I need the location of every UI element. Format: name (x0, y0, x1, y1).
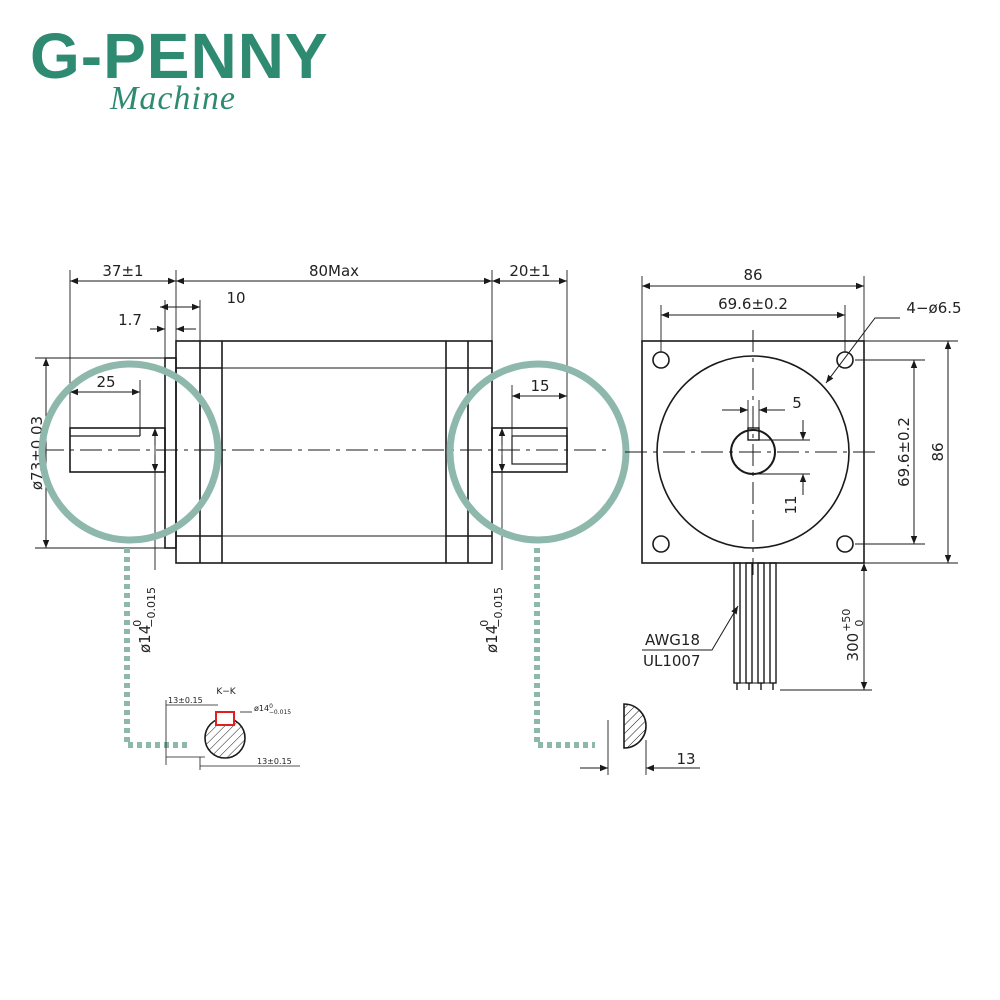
section-kk-title: K−K (216, 687, 236, 697)
section-kk-key-callout (215, 711, 235, 726)
wire-type-label: UL1007 (643, 652, 701, 670)
dim-lead-length-tol-lower: 0 (853, 620, 866, 627)
motor-body (175, 340, 493, 564)
dim-lead-length: 300+500 (840, 609, 866, 662)
dim-shaft-dia-rear-tol-upper: 0 (478, 620, 491, 627)
lead-wire-4 (769, 562, 777, 684)
dim-hole-spacing-v: 69.6±0.2 (895, 417, 913, 487)
dim-key-length-front: 25 (96, 373, 115, 391)
side-view (35, 270, 610, 570)
dim-lead-length-tol-upper: +50 (840, 609, 853, 632)
brand-logo-title: G-PENNY (30, 20, 329, 92)
lead-wire-3 (757, 562, 765, 684)
dim-shaft-dia-rear: ø140−0.015 (478, 587, 505, 653)
section-kk-dim-dia-tol-lower: −0.015 (269, 709, 291, 716)
wire-gauge-label: AWG18 (645, 631, 700, 649)
dim-rear-shaft: 20±1 (509, 262, 550, 280)
section-kk-dim-dia-tol-upper: 0 (269, 703, 273, 710)
dim-holes: 4−ø6.5 (906, 299, 961, 317)
dim-lead-length-main: 300 (844, 633, 862, 662)
section-kk-dim-bottom: 13±0.15 (257, 757, 292, 766)
section-rear (580, 703, 700, 775)
front-view (625, 276, 958, 691)
front-shaft-highlight-ring (38, 360, 222, 544)
lead-wire-2 (745, 562, 753, 684)
brand-logo-subtitle: Machine (110, 80, 236, 117)
dim-shaft-dia-rear-main: ø14 (483, 625, 501, 653)
dim-hole-spacing: 69.6±0.2 (718, 295, 788, 313)
mount-hole-br (836, 535, 854, 553)
section-kk (165, 700, 300, 770)
mount-hole-bl (652, 535, 670, 553)
dim-shaft-dia-front-main: ø14 (136, 625, 154, 653)
lead-wire-1 (733, 562, 741, 684)
dim-shaft-dia-front: ø140−0.015 (131, 587, 158, 653)
rear-section-connector (534, 548, 595, 748)
dim-shaft-length: 37±1 (102, 262, 143, 280)
section-kk-dim-top: 13±0.15 (168, 696, 203, 705)
section-kk-dim-dia: ø140−0.015 (254, 703, 291, 716)
section-kk-dim-dia-main: ø14 (254, 704, 269, 713)
dim-key-length-rear: 15 (530, 377, 549, 395)
section-rear-shaft (623, 703, 647, 749)
dim-body-length: 80Max (309, 262, 359, 280)
mount-hole-tl (652, 351, 670, 369)
dim-shaft-dia-rear-tol-lower: −0.015 (492, 587, 505, 628)
dim-height: 86 (929, 442, 947, 461)
dim-width: 86 (743, 266, 762, 284)
dim-flange: 10 (226, 289, 245, 307)
section-rear-dim-flat: 13 (676, 750, 695, 768)
pilot-boss (164, 357, 177, 549)
dim-key-depth: 11 (782, 495, 800, 514)
dim-key-width: 5 (792, 394, 802, 412)
dim-shaft-dia-front-tol-upper: 0 (131, 620, 144, 627)
dim-step: 1.7 (118, 311, 142, 329)
front-section-connector (124, 548, 190, 748)
dim-shaft-dia-front-tol-lower: −0.015 (145, 587, 158, 628)
